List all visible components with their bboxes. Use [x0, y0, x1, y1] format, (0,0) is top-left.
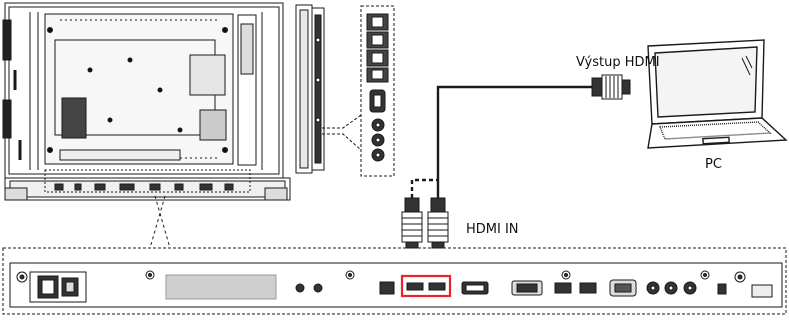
laptop-pc	[647, 39, 788, 149]
label-hdmi-out: Výstup HDMI	[576, 55, 660, 70]
label-pc: PC	[705, 157, 722, 172]
hdmi-cable	[410, 85, 592, 198]
hdmi-in-plug-left	[401, 197, 423, 249]
hdmi-out-connector	[591, 74, 631, 100]
display-rear-view	[2, 2, 284, 179]
hdmi-in-plug-right	[427, 197, 449, 249]
display-side-view	[295, 4, 325, 174]
connector-panel	[2, 247, 787, 315]
display-bottom-strip	[4, 169, 291, 201]
zoom-leader-lines	[149, 195, 171, 249]
side-port-panel	[322, 5, 395, 177]
label-hdmi-in: HDMI IN	[466, 222, 519, 237]
